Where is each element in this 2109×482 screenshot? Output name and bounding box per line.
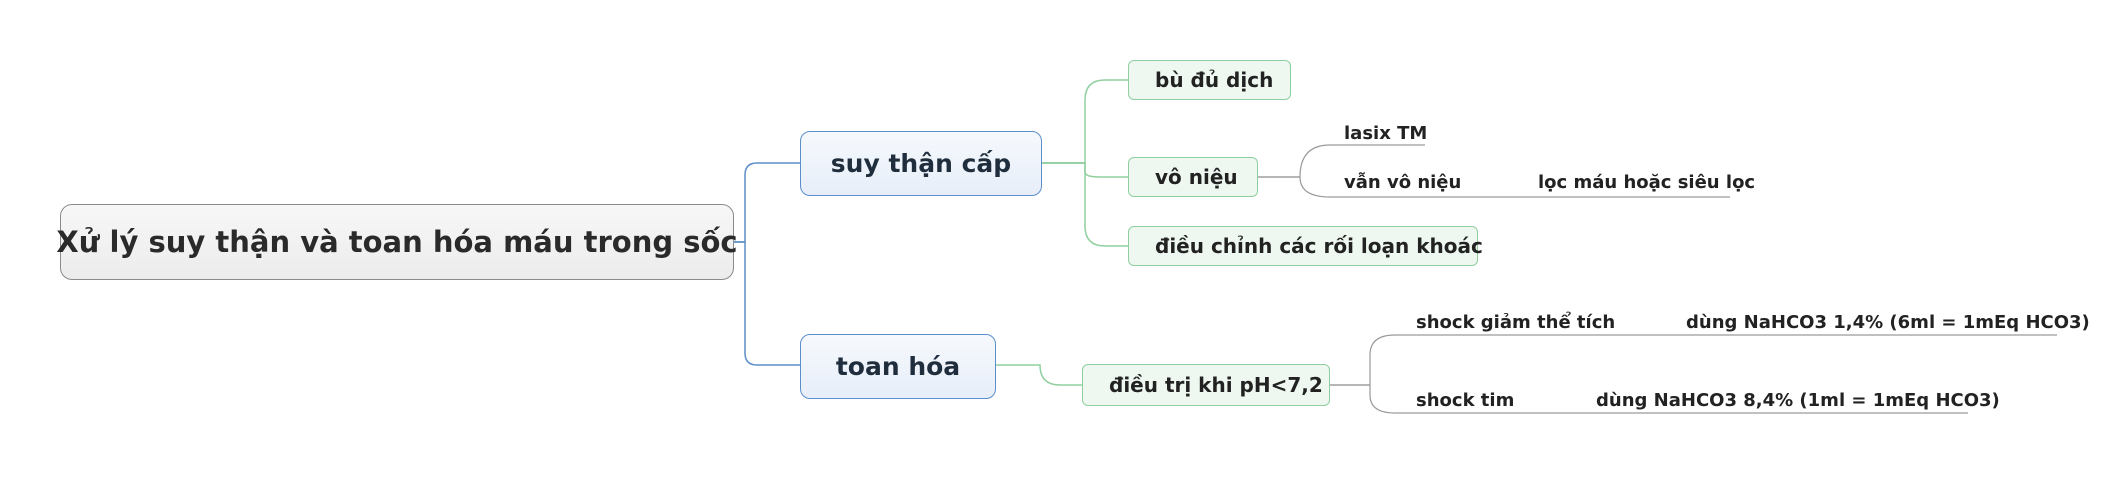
connector-dieu-tri-shock1 — [1330, 384, 1968, 414]
subtopic-vo-nieu[interactable]: vô niệu — [1128, 157, 1258, 197]
leaf-shock-giam-the-tich[interactable]: shock giảm thể tích — [1416, 312, 1616, 333]
leaf-nahco3-1-4[interactable]: dùng NaHCO3 1,4% (6ml = 1mEq HCO3) — [1686, 312, 2090, 333]
branch-suy-than-cap[interactable]: suy thận cấp — [800, 131, 1042, 196]
connector-root-branch0 — [734, 162, 800, 243]
leaf-shock-tim[interactable]: shock tim — [1416, 390, 1515, 411]
connector-root-branch1 — [734, 241, 800, 366]
connector-vo-nieu-van-vo-nieu — [1258, 176, 1730, 198]
subtopic-dieu-chinh-roi-loan[interactable]: điều chỉnh các rối loạn khoác — [1128, 226, 1483, 266]
connector-branch0-child0 — [1042, 79, 1128, 164]
root-topic[interactable]: Xử lý suy thận và toan hóa máu trong sốc — [56, 204, 738, 280]
subtopic-dieu-tri-ph[interactable]: điều trị khi pH<7,2 — [1082, 364, 1330, 406]
leaf-lasix-tm[interactable]: lasix TM — [1344, 123, 1428, 144]
branch-toan-hoa[interactable]: toan hóa — [800, 334, 996, 399]
leaf-nahco3-8-4[interactable]: dùng NaHCO3 8,4% (1ml = 1mEq HCO3) — [1596, 390, 2000, 411]
leaf-loc-mau[interactable]: lọc máu hoặc siêu lọc — [1538, 172, 1756, 193]
connector-branch0-child2 — [1042, 162, 1128, 247]
connector-dieu-tri-shock0 — [1330, 334, 2057, 386]
connector-branch1-child0 — [996, 364, 1082, 386]
subtopic-bu-du-dich[interactable]: bù đủ dịch — [1128, 60, 1291, 100]
leaf-van-vo-nieu[interactable]: vẫn vô niệu — [1344, 172, 1462, 193]
